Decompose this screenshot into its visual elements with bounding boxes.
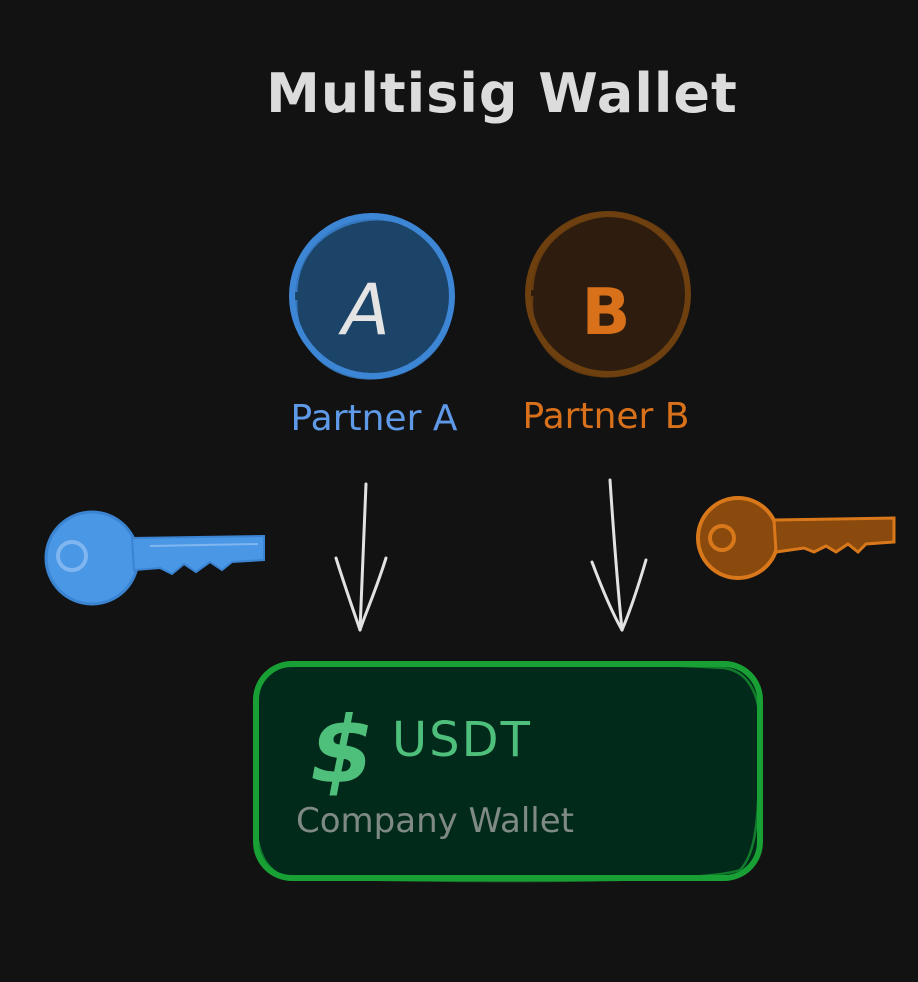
wallet-label: Company Wallet	[296, 801, 574, 841]
dollar-icon: $	[310, 697, 374, 804]
key-icon	[44, 510, 265, 606]
arrow-down-icon	[334, 482, 388, 632]
partner-a-label: Partner A	[291, 398, 458, 439]
diagram-title: Multisig Wallet	[266, 62, 738, 125]
company-wallet-box: $ USDT Company Wallet	[253, 661, 763, 883]
partner-b-initial: B	[582, 276, 631, 350]
partner-b-label: Partner B	[523, 396, 690, 437]
arrow-down-icon	[590, 478, 648, 632]
key-icon	[696, 496, 896, 580]
partner-a-node: A	[289, 213, 455, 380]
partner-a-initial: A	[338, 269, 390, 351]
wallet-currency: USDT	[392, 712, 532, 768]
partner-b-node: B	[525, 211, 691, 378]
